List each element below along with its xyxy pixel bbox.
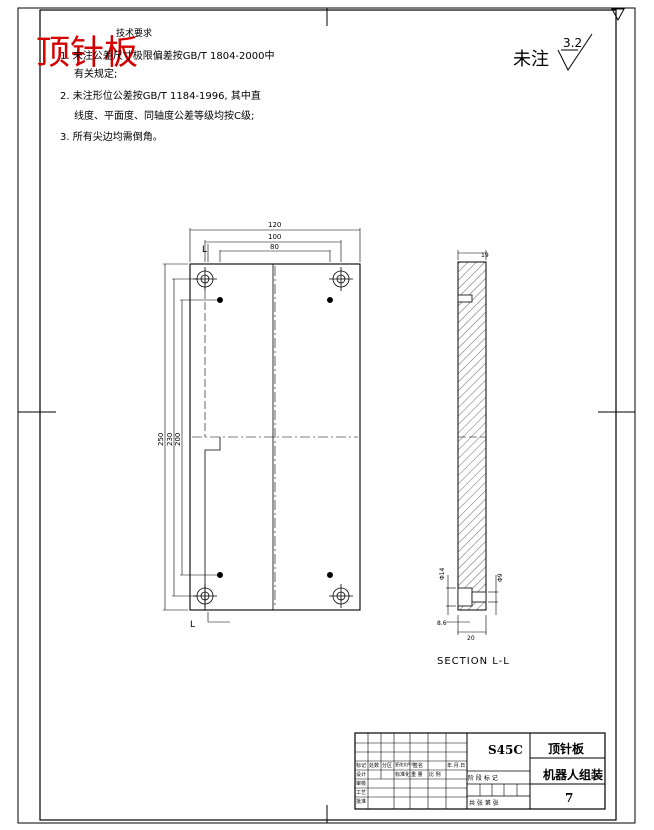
role-label-0: 设计 [356, 772, 367, 778]
role-label-2: 工艺 [356, 790, 367, 796]
notes-line-2b: 线度、平面度、同轴度公差等级均按C级; [74, 111, 255, 122]
outer-frame [17, 7, 636, 824]
drawing-title: 机器人组装 [543, 768, 604, 782]
sheet-label: 共 张 第 张 [469, 800, 499, 807]
dim-phi14: Φ14 [439, 567, 446, 580]
role-label-4: 批准 [356, 799, 367, 805]
dim-200: 200 [174, 433, 182, 446]
roughness-note: 未注 [513, 45, 549, 71]
roughness-symbol: 3.2 [557, 33, 593, 71]
overlay-title: 顶针板 [36, 33, 138, 73]
inner-border [39, 9, 617, 821]
roughness-value: 3.2 [563, 36, 582, 50]
role-label-3: 标准化 [395, 772, 411, 778]
dim-100: 100 [268, 233, 281, 241]
notes-line-1: 1. 未注公差尺寸极限偏差按GB/T 1804-2000中 [60, 51, 275, 62]
title-block-grid [354, 732, 606, 810]
dim-120: 120 [268, 221, 281, 229]
material-label: S45C [488, 743, 523, 757]
row-label-2: 分区 [382, 763, 393, 769]
row-label-3: 更改文件号 [395, 762, 415, 767]
row-label-0: 标记 [356, 763, 367, 769]
notes-heading: 技术要求 [116, 29, 153, 39]
side-dimensions [446, 250, 498, 635]
plate-front-view [189, 263, 361, 611]
center-marks [18, 8, 635, 823]
row-label-4: 签名 [413, 763, 424, 769]
dim-80: 80 [270, 243, 279, 251]
dim-phi9: Φ9 [497, 573, 504, 582]
section-label: SECTION L-L [437, 656, 510, 667]
dim-L-top: L [202, 245, 207, 255]
row-label-5: 年.月.日 [447, 763, 466, 769]
dim-230: 230 [166, 433, 174, 446]
ratio-label: 比 例 [429, 772, 441, 778]
notes-line-2: 2. 未注形位公差按GB/T 1184-1996, 其中直 [60, 91, 261, 102]
notes-line-1b: 有关规定; [74, 69, 118, 80]
left-dimensions [163, 263, 230, 623]
roughness-label: 未注 [513, 49, 549, 70]
dim-20: 20 [467, 635, 475, 642]
dim-L-bottom: L [190, 620, 195, 630]
notes-line-3: 3. 所有尖边均需倒角。 [60, 132, 163, 143]
side-dimension-texts: 19 20 8.6 Φ14 Φ9 [437, 252, 504, 642]
drawing-number: 7 [565, 791, 574, 805]
dimension-texts: 120 100 80 L L 250 230 200 [157, 221, 281, 630]
stage-label: 阶 段 标 记 [468, 775, 498, 782]
row-label-1: 处数 [369, 763, 380, 769]
dim-8-6: 8.6 [437, 620, 447, 627]
role-label-1: 审核 [356, 781, 367, 787]
part-name: 顶针板 [548, 742, 585, 756]
dim-250: 250 [157, 433, 165, 446]
scale-label: 重 量 [411, 772, 423, 778]
top-dimensions [189, 228, 361, 262]
side-section-view [457, 261, 487, 611]
dim-19: 19 [481, 252, 489, 259]
